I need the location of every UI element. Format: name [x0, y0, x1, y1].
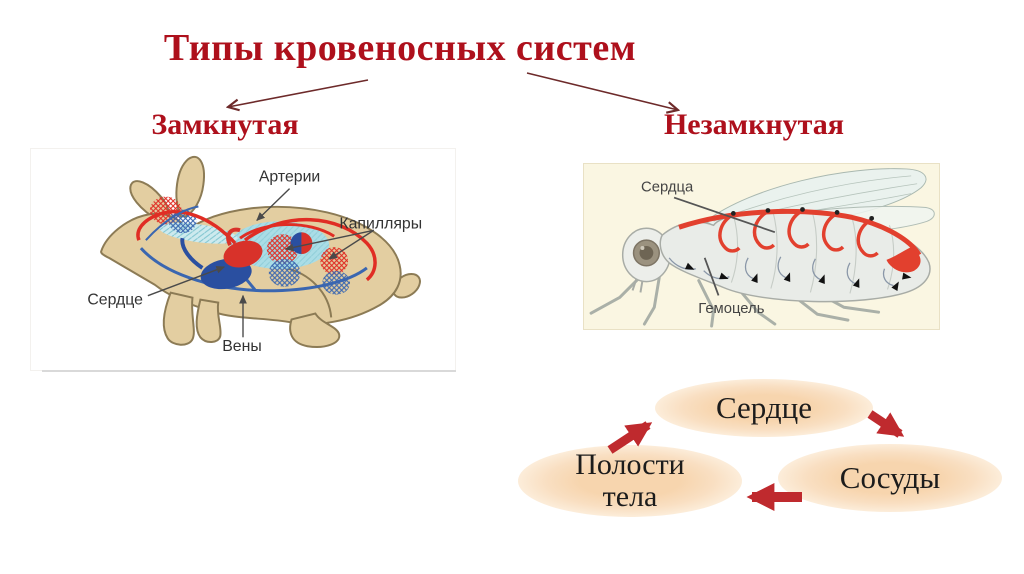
cycle-node-heart: Сердце: [655, 379, 873, 437]
insect-circulatory-figure: Сердца Гемоцель: [583, 163, 940, 330]
title-branch-arrows: [228, 72, 678, 110]
arteries-label: Артерии: [259, 169, 320, 186]
cycle-node-cavities-line2: тела: [602, 480, 658, 513]
left-figure-divider: [42, 370, 456, 372]
cycle-node-vessels-label: Сосуды: [839, 460, 941, 495]
hearts-label: Сердца: [641, 180, 694, 196]
open-system-heading: Незамкнутая: [663, 108, 845, 141]
rabbit-pointer-lines: [147, 188, 375, 338]
flow-arrows: [684, 262, 912, 291]
cycle-node-cavities-line1: Полости: [575, 448, 685, 481]
rabbit-circulatory-figure: Артерии Капилляры Сердце Вены: [30, 148, 456, 371]
cycle-node-body-cavities: Полости тела: [518, 445, 742, 517]
slide-title: Типы кровеносных систем: [163, 27, 637, 69]
veins-label: Вены: [222, 338, 262, 355]
cycle-node-vessels: Сосуды: [778, 444, 1002, 512]
closed-system-heading: Замкнутая: [151, 108, 299, 141]
cycle-node-heart-label: Сердце: [715, 390, 813, 425]
insect-pointer-lines: [673, 196, 776, 296]
rabbit-illustration: [100, 155, 421, 348]
capillaries-label: Капилляры: [339, 215, 422, 232]
insect-illustration: [589, 168, 935, 328]
hemocoel-label: Гемоцель: [698, 301, 764, 317]
heart-label: Сердце: [87, 292, 143, 309]
